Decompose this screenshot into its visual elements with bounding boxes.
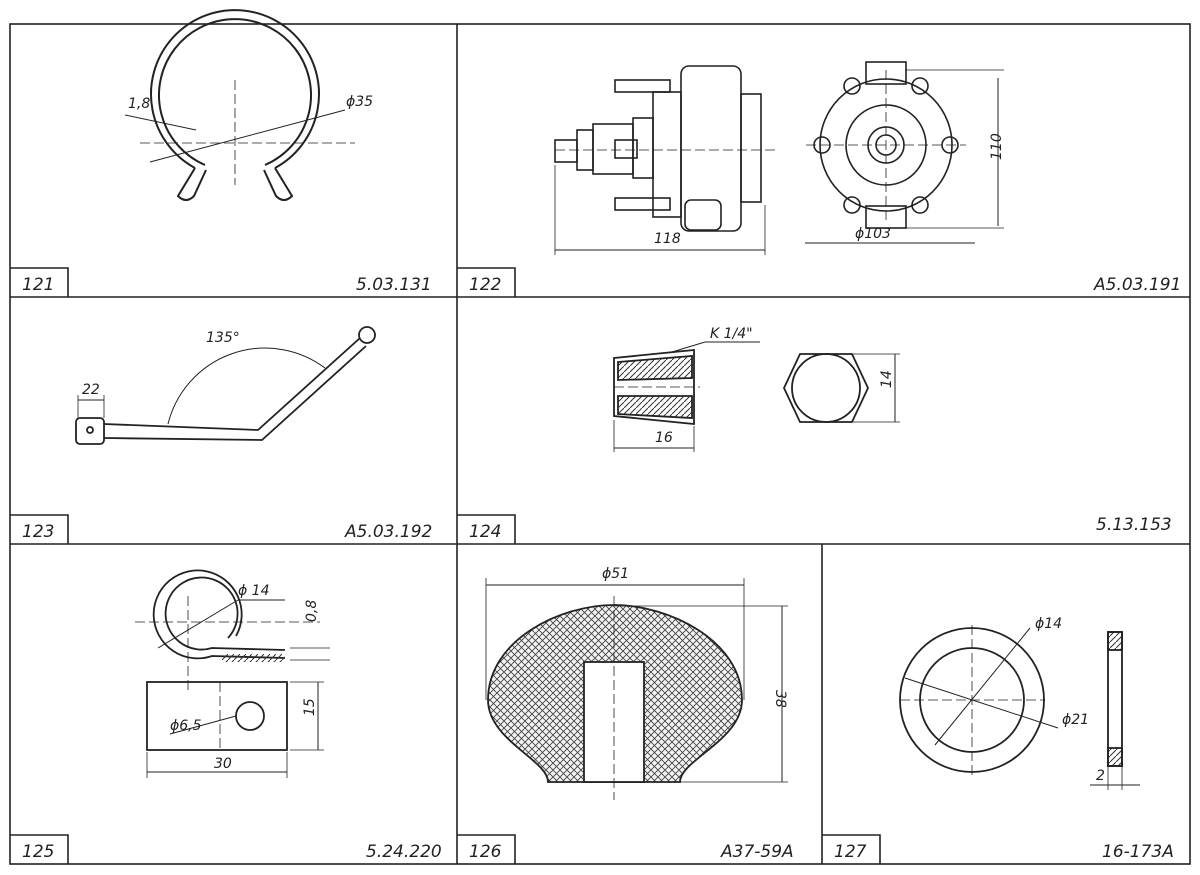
dim-label: 15 xyxy=(302,698,318,716)
cell-index: 121 xyxy=(22,275,54,295)
cell-127: 127 16-173A ϕ14 ϕ21 2 xyxy=(834,616,1174,862)
part-drawing-edge xyxy=(1090,631,1140,790)
part-drawing xyxy=(75,326,376,445)
cell-index: 124 xyxy=(469,522,501,542)
dim-label: 30 xyxy=(214,756,232,772)
cell-code: A5.03.192 xyxy=(344,522,432,542)
dim-label: 38 xyxy=(772,690,788,708)
cell-code: 5.24.220 xyxy=(366,842,442,862)
cell-code: A37-59A xyxy=(720,842,794,862)
part-drawing-side xyxy=(554,65,775,255)
cell-index: 126 xyxy=(469,842,502,862)
grid-lines xyxy=(9,23,1191,865)
cell-124: 124 5.13.153 K 1/4" 16 14 xyxy=(469,326,1172,542)
cell-121: 121 5.03.131 1,8 ϕ35 xyxy=(22,9,432,295)
dim-label: ϕ6,5 xyxy=(170,718,202,734)
part-drawing xyxy=(485,578,788,800)
part-drawing-end xyxy=(783,353,900,423)
dim-label: 118 xyxy=(654,231,681,247)
dim-label: 14 xyxy=(879,370,895,388)
cell-code: A5.03.191 xyxy=(1093,275,1181,295)
cell-126: 126 A37-59A ϕ51 38 xyxy=(469,566,794,862)
cell-index: 122 xyxy=(469,275,501,295)
dim-label: ϕ35 xyxy=(346,94,373,110)
part-drawing-face xyxy=(899,625,1059,775)
dim-label: K 1/4" xyxy=(710,326,753,342)
cell-index: 123 xyxy=(22,522,54,542)
dim-label: 135° xyxy=(206,330,240,346)
cell-code: 5.13.153 xyxy=(1096,515,1172,535)
dim-label: ϕ21 xyxy=(1062,712,1089,728)
dim-label: 16 xyxy=(655,430,673,446)
cell-123: 123 A5.03.192 22 135° xyxy=(22,326,432,542)
cell-code: 5.03.131 xyxy=(356,275,432,295)
part-drawing-section xyxy=(613,341,760,452)
part-drawing xyxy=(124,9,355,201)
dim-label: 1,8 xyxy=(128,96,150,112)
dim-label: 0,8 xyxy=(304,600,320,622)
part-drawing-plan xyxy=(146,681,324,778)
dim-label: 110 xyxy=(989,133,1005,160)
part-drawing-top xyxy=(135,569,330,690)
cell-index: 125 xyxy=(22,842,54,862)
cell-code: 16-173A xyxy=(1102,842,1174,862)
part-drawing-front xyxy=(805,61,1004,244)
dim-label: 2 xyxy=(1096,768,1105,784)
cell-122: 122 A5.03.191 118 xyxy=(469,61,1181,295)
dim-label: ϕ14 xyxy=(1035,616,1062,632)
dim-label: ϕ51 xyxy=(602,566,629,582)
cell-125: 125 5.24.220 ϕ 14 0,8 ϕ6,5 xyxy=(22,569,442,862)
dim-label: ϕ103 xyxy=(855,226,891,242)
cell-index: 127 xyxy=(834,842,867,862)
dim-label: 22 xyxy=(82,382,100,398)
dim-label: ϕ 14 xyxy=(238,583,270,599)
